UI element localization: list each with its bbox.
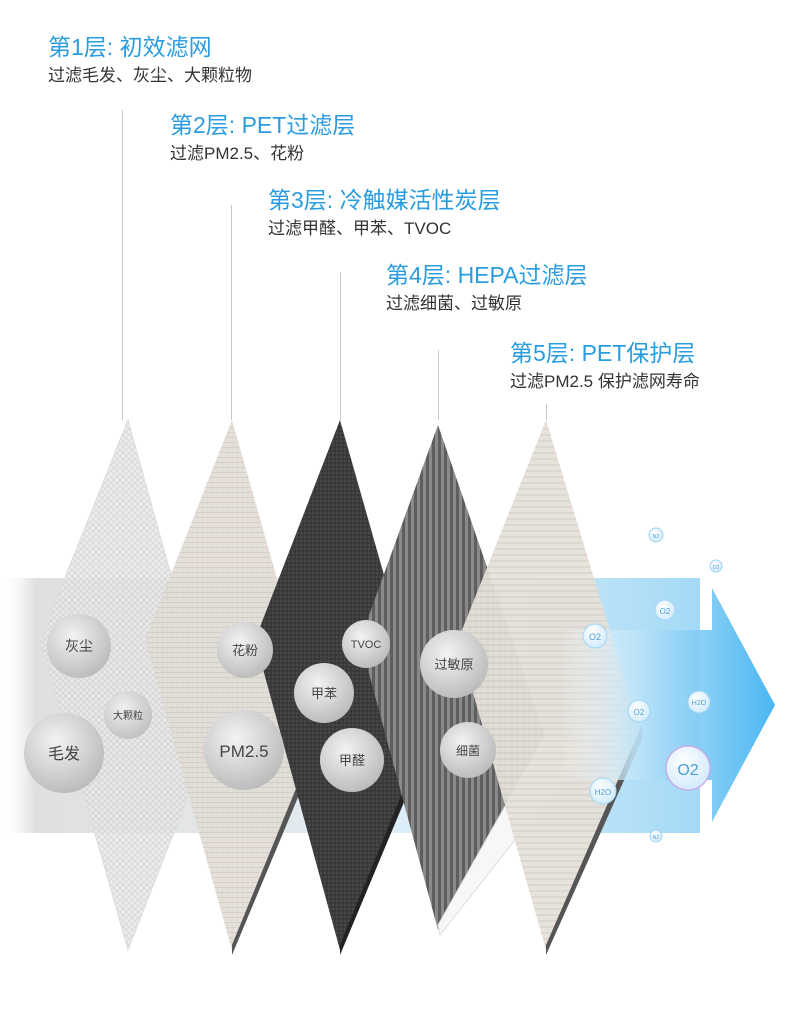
particle-large-label: 大颗粒 [113, 709, 143, 722]
particle-formaldehyde-label: 甲醛 [339, 753, 365, 768]
leader-line-2 [231, 205, 232, 420]
molecule-n2-top-label: N2 [653, 534, 660, 540]
layer-2-desc: 过滤PM2.5、花粉 [170, 144, 305, 163]
leader-line-4 [438, 350, 439, 420]
molecule-h2o-b: H2O [589, 777, 617, 805]
molecule-o2-a-label: O2 [660, 607, 671, 616]
layer-4-title: 第4层: HEPA过滤层 [386, 262, 588, 288]
molecule-h2o-a: H2O [687, 690, 711, 714]
layer-5-desc: 过滤PM2.5 保护滤网寿命 [510, 372, 700, 391]
particle-pollen-label: 花粉 [232, 643, 258, 658]
particle-bacteria: 细菌 [440, 722, 496, 778]
particle-formaldehyde: 甲醛 [320, 728, 384, 792]
leader-line-5 [546, 404, 547, 420]
layer-2-title: 第2层: PET过滤层 [170, 112, 356, 138]
molecule-o2-c-label: O2 [634, 708, 645, 717]
layer-1-desc: 过滤毛发、灰尘、大颗粒物 [48, 66, 252, 85]
particle-allergen: 过敏原 [420, 630, 488, 698]
molecule-o2-small: O2 [709, 559, 723, 573]
filter-layer-5 [458, 420, 642, 955]
particle-dust-label: 灰尘 [65, 638, 93, 654]
molecule-o2-a: O2 [654, 599, 676, 621]
particle-tvoc-label: TVOC [351, 639, 382, 651]
molecule-h2o-b-label: H2O [595, 788, 611, 797]
particle-tvoc: TVOC [342, 620, 390, 668]
particle-pm25-label: PM2.5 [219, 742, 268, 761]
molecule-h2o-a-label: H2O [692, 700, 707, 707]
particle-toluene-label: 甲苯 [311, 686, 337, 701]
molecule-o2-b-label: O2 [589, 632, 601, 642]
leader-line-3 [340, 272, 341, 420]
layer-4-text: 第4层: HEPA过滤层 过滤细菌、过敏原 [386, 260, 588, 316]
molecule-o2-large: O2 [665, 745, 711, 791]
layer-2-text: 第2层: PET过滤层 过滤PM2.5、花粉 [170, 110, 355, 166]
molecule-o2-b: O2 [582, 623, 608, 649]
layer-5-title: 第5层: PET保护层 [510, 340, 696, 366]
layer-4-desc: 过滤细菌、过敏原 [386, 294, 522, 313]
particle-allergen-label: 过敏原 [434, 657, 473, 672]
leader-line-1 [122, 110, 123, 420]
layer-5-text: 第5层: PET保护层 过滤PM2.5 保护滤网寿命 [510, 338, 700, 394]
particle-dust: 灰尘 [47, 614, 111, 678]
particle-hair: 毛发 [24, 713, 104, 793]
molecule-n2-bottom: N2 [649, 829, 663, 843]
particle-bacteria-label: 细菌 [456, 744, 480, 758]
airflow-arrow [560, 588, 775, 822]
molecule-o2-small-label: O2 [713, 565, 720, 571]
layer-3-title: 第3层: 冷触媒活性炭层 [268, 187, 501, 213]
particle-large: 大颗粒 [104, 691, 152, 739]
molecule-n2-top: N2 [648, 527, 664, 543]
particle-hair-label: 毛发 [48, 745, 80, 763]
layer-3-desc: 过滤甲醛、甲苯、TVOC [268, 219, 452, 238]
molecule-n2-bottom-label: N2 [653, 835, 660, 841]
molecule-o2-large-label: O2 [677, 762, 698, 779]
particle-pm25: PM2.5 [204, 710, 284, 790]
layer-1-text: 第1层: 初效滤网 过滤毛发、灰尘、大颗粒物 [48, 32, 252, 88]
layer-3-text: 第3层: 冷触媒活性炭层 过滤甲醛、甲苯、TVOC [268, 185, 501, 241]
particle-toluene: 甲苯 [294, 663, 354, 723]
molecule-o2-c: O2 [627, 699, 651, 723]
particle-pollen: 花粉 [217, 622, 273, 678]
layer-1-title: 第1层: 初效滤网 [48, 34, 212, 60]
